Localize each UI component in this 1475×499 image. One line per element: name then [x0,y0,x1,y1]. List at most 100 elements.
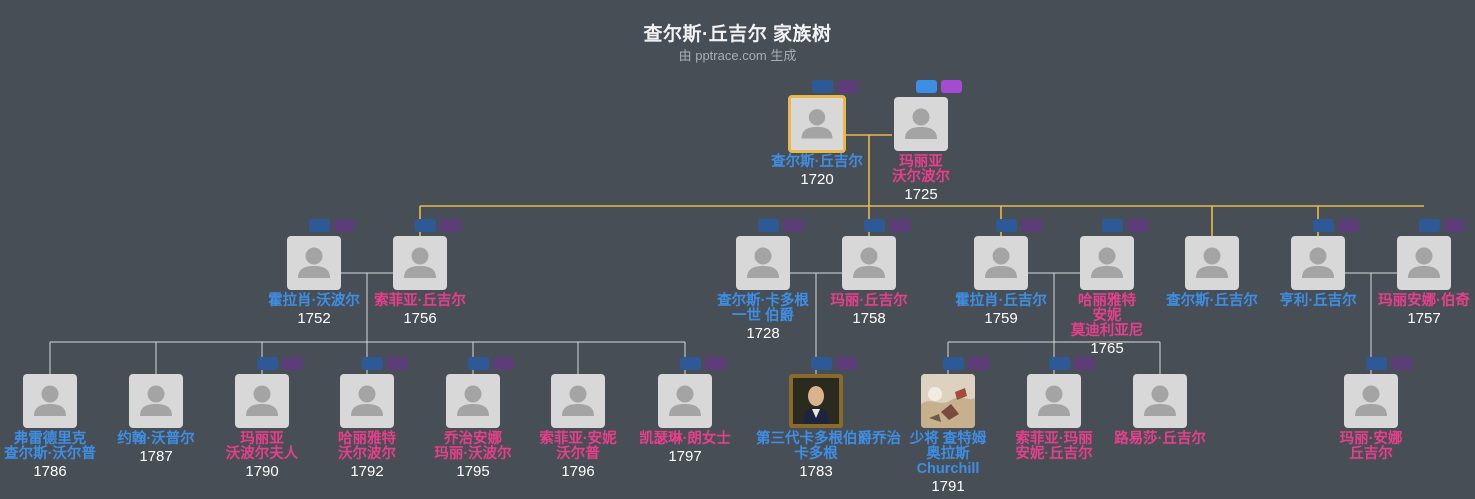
person-avatar[interactable] [921,374,975,428]
mother-link-tab[interactable] [493,357,514,370]
person-silhouette-icon [1355,385,1387,416]
person-avatar[interactable] [658,374,712,428]
mother-link-tab[interactable] [1127,219,1148,232]
person-avatar[interactable] [1344,374,1398,428]
mother-link-tab[interactable] [837,80,858,93]
person-avatar[interactable] [1185,236,1239,290]
person-silhouette-icon [351,385,383,416]
mother-link-tab[interactable] [1391,357,1412,370]
mother-link-tab[interactable] [705,357,726,370]
father-link-tab[interactable] [1366,357,1387,370]
person-birth-year: 1790 [245,463,279,480]
person-card-mary_anne[interactable]: 玛丽·安娜丘吉尔 [1311,357,1431,487]
person-birth-year: 1783 [799,463,833,480]
mother-link-tab[interactable] [1074,357,1095,370]
father-link-tab[interactable] [680,357,701,370]
person-avatar[interactable] [842,236,896,290]
father-link-tab[interactable] [1313,219,1334,232]
mother-link-tab[interactable] [783,219,804,232]
father-link-tab[interactable] [1102,219,1123,232]
person-card-louisa[interactable]: 路易莎·丘吉尔 [1100,357,1220,487]
person-name: 霍拉肖·沃波尔 [268,293,360,309]
person-name: 路易莎·丘吉尔 [1114,431,1206,447]
mother-link-tab[interactable] [1021,219,1042,232]
mother-link-tab[interactable] [941,80,962,93]
person-card-henry[interactable]: 亨利·丘吉尔 [1258,219,1378,349]
person-name: 凯瑟琳·朗女士 [639,431,731,447]
mother-link-tab[interactable] [889,219,910,232]
mother-link-tab[interactable] [1444,219,1465,232]
person-avatar[interactable] [551,374,605,428]
person-avatar[interactable] [788,95,846,153]
mother-link-tab[interactable] [1338,219,1359,232]
mother-link-tab[interactable] [836,357,857,370]
person-avatar[interactable] [1291,236,1345,290]
father-link-tab[interactable] [257,357,278,370]
person-name: 玛丽·丘吉尔 [830,293,908,309]
mother-link-tab[interactable] [282,357,303,370]
person-avatar[interactable] [789,374,843,428]
mother-link-tab[interactable] [440,219,461,232]
father-link-tab[interactable] [362,357,383,370]
person-avatar[interactable] [1080,236,1134,290]
father-link-tab[interactable] [996,219,1017,232]
person-avatar[interactable] [974,236,1028,290]
person-avatar[interactable] [446,374,500,428]
father-link-tab[interactable] [468,357,489,370]
father-link-tab[interactable] [309,219,330,232]
father-link-tab[interactable] [943,357,964,370]
father-link-tab[interactable] [1049,357,1070,370]
person-avatar[interactable] [393,236,447,290]
person-silhouette-icon [562,385,594,416]
person-silhouette-icon [34,385,66,416]
person-card-sophia_mc[interactable]: 索菲亚·玛丽安妮·丘吉尔 [994,357,1114,487]
father-link-tab[interactable] [1419,219,1440,232]
person-silhouette-icon [457,385,489,416]
father-link-tab[interactable] [758,219,779,232]
person-avatar[interactable] [129,374,183,428]
person-name: 少将 查特姆 [909,431,987,447]
person-name: 约翰·沃普尔 [117,431,195,447]
person-avatar[interactable] [340,374,394,428]
father-link-tab[interactable] [864,219,885,232]
father-link-tab[interactable] [812,80,833,93]
person-name: 查尔斯·丘吉尔 [1166,293,1258,309]
person-avatar[interactable] [894,97,948,151]
person-avatar[interactable] [1133,374,1187,428]
person-name: 弗雷德里克 [13,431,87,447]
person-avatar[interactable] [1027,374,1081,428]
father-link-tab[interactable] [415,219,436,232]
person-avatar[interactable] [23,374,77,428]
mother-link-tab[interactable] [968,357,989,370]
person-avatar[interactable] [736,236,790,290]
person-card-charles_c2[interactable]: 查尔斯·丘吉尔 [1152,219,1272,349]
mother-link-tab[interactable] [387,357,408,370]
father-link-tab[interactable] [916,80,937,93]
father-link-tab[interactable] [811,357,832,370]
person-avatar[interactable] [287,236,341,290]
person-birth-year: 1795 [456,463,490,480]
person-name: 玛丽·安娜 [1339,431,1403,447]
mother-link-tab[interactable] [334,219,355,232]
person-avatar[interactable] [235,374,289,428]
person-avatar[interactable] [1397,236,1451,290]
